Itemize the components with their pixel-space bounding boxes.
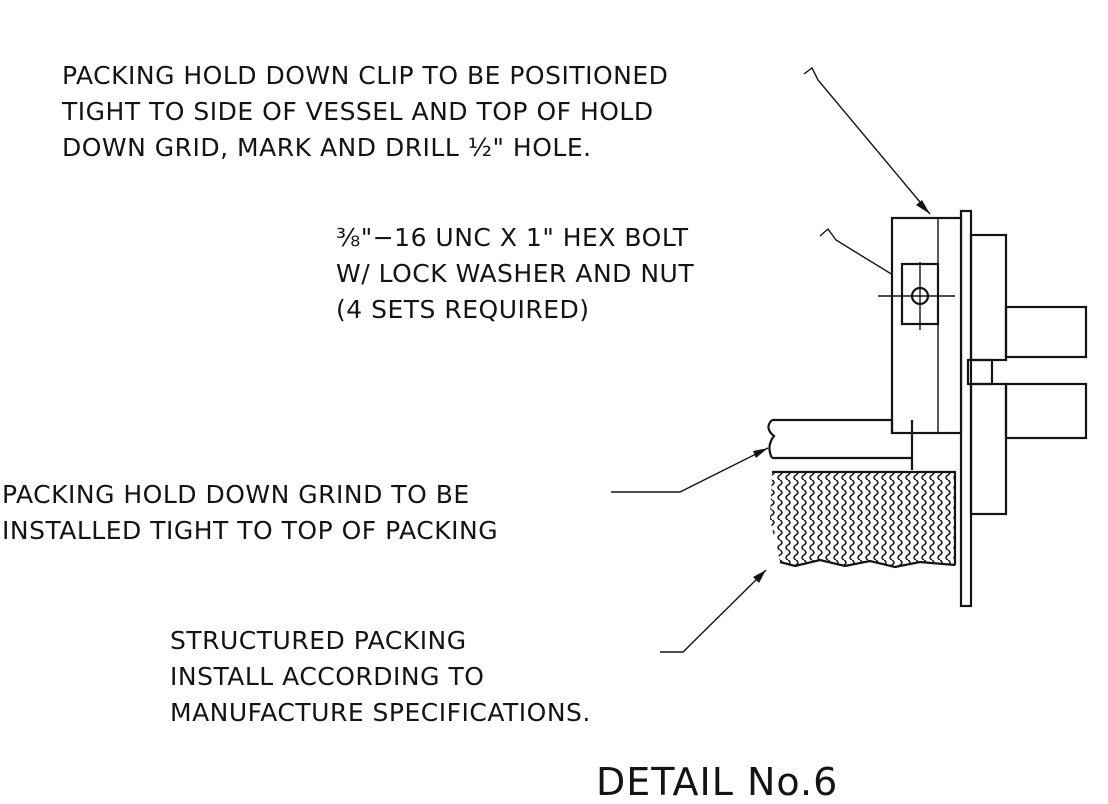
leader-lines — [611, 66, 931, 653]
clip-note-line-2: TIGHT TO SIDE OF VESSEL AND TOP OF HOLD — [61, 97, 654, 126]
packing-note-line-2: INSTALL ACCORDING TO — [170, 662, 484, 691]
packing-outline — [772, 470, 957, 569]
grid-note: PACKING HOLD DOWN GRIND TO BE INSTALLED … — [2, 480, 498, 545]
bolt-note: ⅜"−16 UNC X 1" HEX BOLT W/ LOCK WASHER A… — [336, 223, 694, 324]
upper-flange — [969, 233, 1008, 362]
grid-note-line-1: PACKING HOLD DOWN GRIND TO BE — [2, 480, 470, 509]
packing-leader — [660, 569, 767, 653]
grid-leader-arrow — [753, 448, 768, 458]
structured-packing — [770, 472, 955, 567]
packing-leader-arrow — [753, 570, 766, 583]
detail-title: DETAIL No.6 — [596, 760, 838, 804]
hold-down-grid — [767, 418, 912, 460]
hold-down-clip — [890, 216, 963, 435]
packing-note-line-3: MANUFACTURE SPECIFICATIONS. — [170, 698, 591, 727]
grid-leader — [611, 447, 769, 493]
lower-nozzle — [1004, 382, 1088, 440]
packing-note: STRUCTURED PACKING INSTALL ACCORDING TO … — [170, 626, 591, 727]
grid-note-line-2: INSTALLED TIGHT TO TOP OF PACKING — [2, 516, 498, 545]
clip-leader — [803, 66, 931, 215]
clip-note-line-1: PACKING HOLD DOWN CLIP TO BE POSITIONED — [62, 61, 668, 90]
clip-note-line-3: DOWN GRID, MARK AND DRILL ½" HOLE. — [62, 133, 592, 162]
bolt-note-line-3: (4 SETS REQUIRED) — [336, 295, 590, 324]
clip-note: PACKING HOLD DOWN CLIP TO BE POSITIONED … — [61, 61, 668, 162]
bolt-note-line-1: ⅜"−16 UNC X 1" HEX BOLT — [336, 223, 689, 252]
lower-flange — [969, 382, 1008, 516]
packing-note-line-1: STRUCTURED PACKING — [170, 626, 467, 655]
upper-nozzle — [1004, 305, 1088, 359]
clip-leader-arrow — [916, 200, 930, 214]
bolt-note-line-2: W/ LOCK WASHER AND NUT — [336, 259, 694, 288]
bolt-leader — [819, 227, 915, 289]
vessel-assembly — [767, 209, 1088, 608]
vessel-wall — [959, 209, 973, 608]
